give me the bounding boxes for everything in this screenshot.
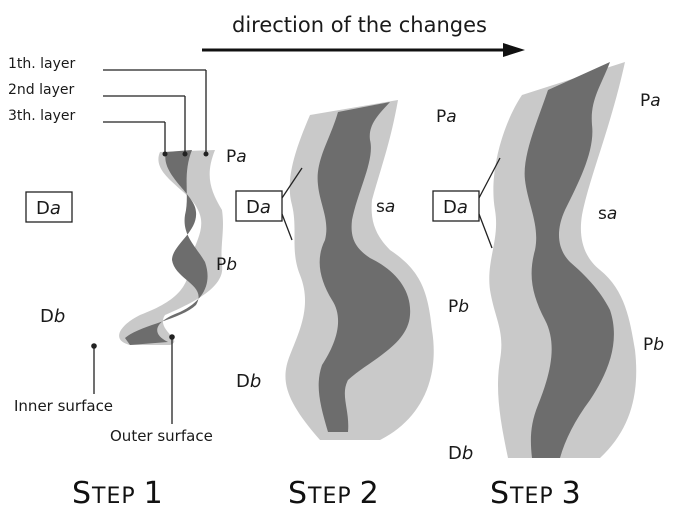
step2-Da-label: Da xyxy=(246,197,271,218)
step3-Db-label: Db xyxy=(448,443,473,464)
layer1-label: 1th. layer xyxy=(8,56,76,72)
step3-Pa-label: Pa xyxy=(640,91,661,111)
step2-figure xyxy=(285,100,434,440)
step3-Da-leader-bottom xyxy=(478,213,493,249)
step3-Da-leader-top xyxy=(478,157,501,199)
step3-sa-label: sa xyxy=(598,204,617,224)
step3-Pb-label: Pb xyxy=(643,335,664,355)
step3-Da-label: Da xyxy=(443,197,468,218)
step3-inner-layer xyxy=(524,62,614,458)
inner-surface-label: Inner surface xyxy=(14,397,113,415)
step1-Da-label: Da xyxy=(36,198,61,219)
step1-Db-label: Db xyxy=(40,306,65,327)
step3-Da-box xyxy=(432,190,480,222)
outer-surface-label: Outer surface xyxy=(110,427,213,445)
step2-Pa-label: Pa xyxy=(436,107,457,127)
step2-Da-box xyxy=(235,190,283,222)
layer2-label: 2nd layer xyxy=(8,82,74,98)
step2-Da-leader-bottom xyxy=(281,213,293,241)
step3-figure xyxy=(489,62,637,458)
direction-arrow-head xyxy=(503,43,525,57)
layer-leader-lines xyxy=(103,69,209,157)
step2-Db-label: Db xyxy=(236,371,261,392)
direction-label: direction of the changes xyxy=(232,13,487,37)
step1-Pa-label: Pa xyxy=(226,147,247,167)
step1-Pb-label: Pb xyxy=(216,255,237,275)
step1-inner-layer xyxy=(125,150,208,345)
step1-Da-box xyxy=(25,191,73,223)
step2-sa-label: sa xyxy=(376,197,395,217)
step1-figure xyxy=(119,150,223,345)
layer3-label: 3th. layer xyxy=(8,108,76,124)
step2-Pb-label: Pb xyxy=(448,297,469,317)
step2-inner-layer xyxy=(317,102,411,432)
step1-outer-layer xyxy=(119,150,223,345)
step2-Da-leader-top xyxy=(281,167,303,199)
